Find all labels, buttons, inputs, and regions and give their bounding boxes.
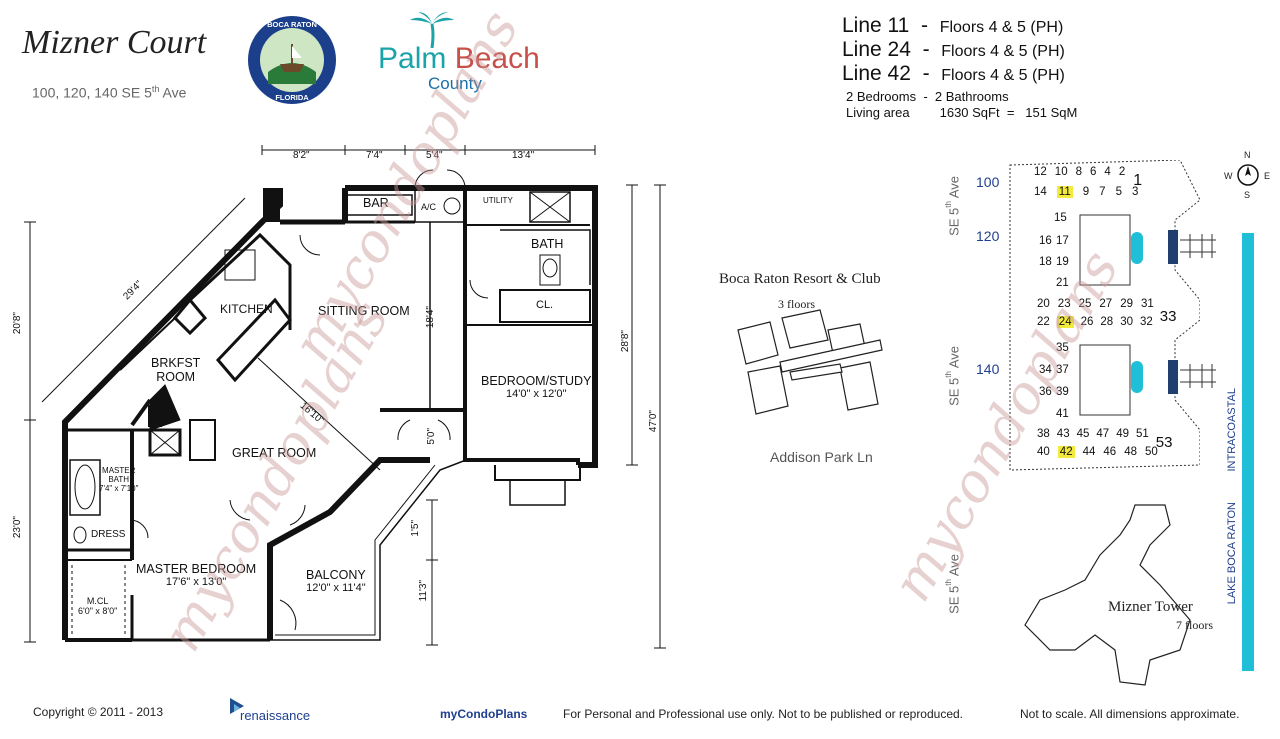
dim-top-2: 7'4" (366, 150, 383, 161)
unit-34: 34 (1039, 364, 1052, 376)
unit-19: 19 (1056, 256, 1069, 268)
room-bath: BATH (531, 237, 564, 251)
floor-plan (24, 145, 666, 649)
renaissance-logo-icon (226, 694, 248, 723)
unit-37: 37 (1056, 364, 1069, 376)
building-name: Mizner Court (22, 24, 207, 61)
palm-tree-icon (410, 12, 454, 53)
intracoastal-waterway (1242, 233, 1254, 671)
unit-16: 16 (1039, 235, 1052, 247)
mizner-tower-building (1024, 504, 1191, 686)
room-sitting: SITTING ROOM (318, 304, 410, 318)
county-logo-text: Palm Beach (378, 42, 540, 75)
seal-top-text: BOCA RATON (267, 20, 317, 29)
unit-42-highlight: 42 (1057, 446, 1075, 458)
dim-top-3: 5'4" (426, 150, 443, 161)
county-logo-subtext: County (428, 74, 482, 93)
addison-park-lane: Addison Park Ln (770, 449, 873, 465)
line-24-row: Line 24 - Floors 4 & 5 (PH) (842, 38, 1065, 61)
dim-balcony-1: 1'5" (410, 520, 421, 537)
line-11-row: Line 11 - Floors 4 & 5 (PH) (842, 14, 1064, 37)
building-number-100: 100 (976, 174, 1000, 190)
pool-upper (1131, 232, 1143, 264)
room-kitchen: KITCHEN (220, 302, 273, 316)
unit-21: 21 (1056, 277, 1069, 289)
resort-floors: 3 floors (778, 297, 815, 311)
compass-icon: N W E S (1224, 150, 1271, 200)
room-ac: A/C (421, 202, 437, 212)
building-number-120: 120 (976, 228, 1000, 244)
unit-24-highlight: 24 (1056, 316, 1074, 328)
building-number-140: 140 (976, 361, 1000, 377)
mycondoplans-logo-text: myCondoPlans (440, 707, 528, 721)
street-se5th-middle: SE 5th Ave (944, 346, 962, 406)
room-closet: CL. (536, 299, 554, 311)
dim-top-1: 8'2" (293, 150, 310, 161)
room-great: GREAT ROOM (232, 446, 317, 460)
unit-35: 35 (1056, 342, 1069, 354)
unit-18: 18 (1039, 256, 1052, 268)
copyright-notice: Copyright © 2011 - 2013 (33, 705, 164, 719)
mizner-tower-label: Mizner Tower (1108, 599, 1193, 615)
room-dress: DRESS (91, 529, 126, 540)
unit-17: 17 (1056, 235, 1069, 247)
dim-top-4: 13'4" (512, 150, 535, 161)
dock-upper-icon (1168, 230, 1216, 264)
scale-notice: Not to scale. All dimensions approximate… (1020, 707, 1240, 721)
unit-39: 39 (1056, 386, 1069, 398)
dim-hall: 5'0" (426, 428, 437, 445)
dim-right-inner: 28'8" (620, 330, 631, 353)
dim-sitting-vertical: 18'4" (425, 306, 436, 329)
dim-left-upper: 20'8" (12, 312, 23, 335)
line-42-row: Line 42 - Floors 4 & 5 (PH) (842, 62, 1065, 85)
street-se5th-upper: SE 5th Ave (944, 176, 962, 236)
dock-lower-icon (1168, 360, 1216, 394)
seal-bottom-text: FLORIDA (275, 93, 309, 102)
resort-building (737, 309, 883, 415)
boca-raton-seal: BOCA RATON FLORIDA (246, 14, 338, 106)
dim-balcony-2: 11'3" (418, 580, 429, 602)
resort-label: Boca Raton Resort & Club (719, 271, 881, 287)
renaissance-logo-text: renaissance (240, 708, 311, 723)
unit-11-highlight: 11 (1056, 186, 1073, 198)
building-address: 100, 120, 140 SE 5th Ave (32, 84, 187, 101)
unit-15: 15 (1054, 212, 1067, 224)
pool-lower (1131, 361, 1143, 393)
usage-notice: For Personal and Professional use only. … (563, 707, 964, 721)
mizner-tower-floors: 7 floors (1176, 618, 1213, 632)
room-utility: UTILITY (483, 196, 513, 205)
room-bar: BAR (363, 196, 389, 210)
lake-boca-raton-label: LAKE BOCA RATON (1226, 502, 1238, 605)
dim-left-lower: 23'0" (12, 516, 23, 539)
condo-site-map (1009, 160, 1200, 471)
unit-36: 36 (1039, 386, 1052, 398)
unit-41: 41 (1056, 408, 1069, 420)
dim-right-outer: 47'0" (648, 410, 659, 433)
bed-bath-spec: 2 Bedrooms - 2 Bathrooms (846, 89, 1009, 104)
intracoastal-label: INTRACOASTAL (1226, 388, 1238, 472)
